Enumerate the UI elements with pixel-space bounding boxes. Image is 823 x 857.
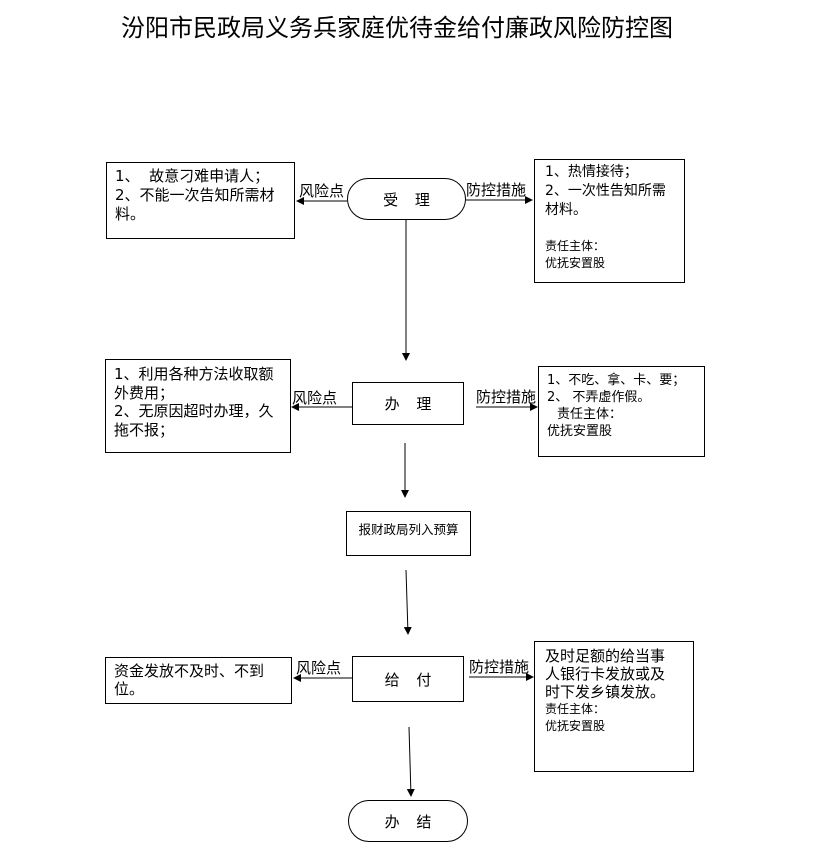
risk-line: 位。 [114, 680, 145, 698]
step-accept: 受 理 [347, 178, 466, 220]
owner-name: 优抚安置股 [545, 718, 606, 733]
control-line: 人银行卡发放或及 [545, 665, 666, 683]
control-box-pay: 及时足额的给当事 人银行卡发放或及 时下发乡镇发放。 责任主体： 优抚安置股 [534, 641, 694, 772]
diagram-title: 汾阳市民政局义务兵家庭优待金给付廉政风险防控图 [121, 14, 673, 42]
owner-label: 责任主体： [545, 702, 606, 716]
risk-line: 1、 故意刁难申请人； [115, 167, 270, 185]
control-line: 及时足额的给当事 [545, 647, 666, 665]
risk-line: 资金发放不及时、不到 [114, 662, 265, 680]
risk-box-accept: 1、 故意刁难申请人； 2、不能一次告知所需材 料。 [106, 162, 295, 239]
risk-line: 2、无原因超时办理，久 [114, 402, 274, 420]
control-line: 时下发乡镇发放。 [545, 683, 666, 701]
step-pay: 给 付 [352, 656, 464, 702]
step-complete: 办 结 [348, 800, 468, 842]
control-line: 2、 不弄虚作假。 [547, 390, 651, 405]
control-label: 防控措施 [469, 658, 530, 676]
arrow-budget-to-pay [403, 569, 412, 635]
owner-label: 责任主体： [545, 239, 606, 253]
risk-line: 2、不能一次告知所需材 [115, 186, 275, 204]
risk-label: 风险点 [299, 182, 345, 200]
control-label: 防控措施 [476, 388, 537, 406]
arrow-pay-to-end [406, 726, 415, 797]
risk-line: 外费用； [114, 383, 175, 402]
owner-name: 优抚安置股 [547, 424, 613, 439]
step-budget: 报财政局列入预算 [346, 511, 471, 556]
control-line: 1、不吃、拿、卡、要； [547, 373, 686, 388]
control-line: 1、热情接待； [545, 164, 638, 180]
control-box-handle: 1、不吃、拿、卡、要； 2、 不弄虚作假。 责任主体： 优抚安置股 [538, 366, 705, 457]
owner-block: 责任主体： 优抚安置股 [545, 238, 674, 271]
risk-box-handle: 1、利用各种方法收取额 外费用； 2、无原因超时办理，久 拖不报； [105, 359, 291, 453]
risk-label: 风险点 [296, 659, 342, 677]
risk-box-pay: 资金发放不及时、不到 位。 [105, 657, 292, 704]
owner-label: 责任主体： [557, 407, 623, 422]
risk-line: 料。 [115, 205, 146, 223]
owner-name: 优抚安置股 [545, 255, 606, 270]
risk-label: 风险点 [292, 389, 338, 407]
control-label: 防控措施 [466, 181, 527, 199]
risk-line: 拖不报； [114, 420, 175, 439]
control-line: 材料。 [545, 202, 587, 218]
step-handle: 办 理 [352, 382, 464, 425]
risk-line: 1、利用各种方法收取额 [114, 365, 274, 383]
control-line: 2、一次性告知所需 [545, 183, 666, 199]
control-box-accept: 1、热情接待； 2、一次性告知所需 材料。 责任主体： 优抚安置股 [534, 159, 685, 283]
